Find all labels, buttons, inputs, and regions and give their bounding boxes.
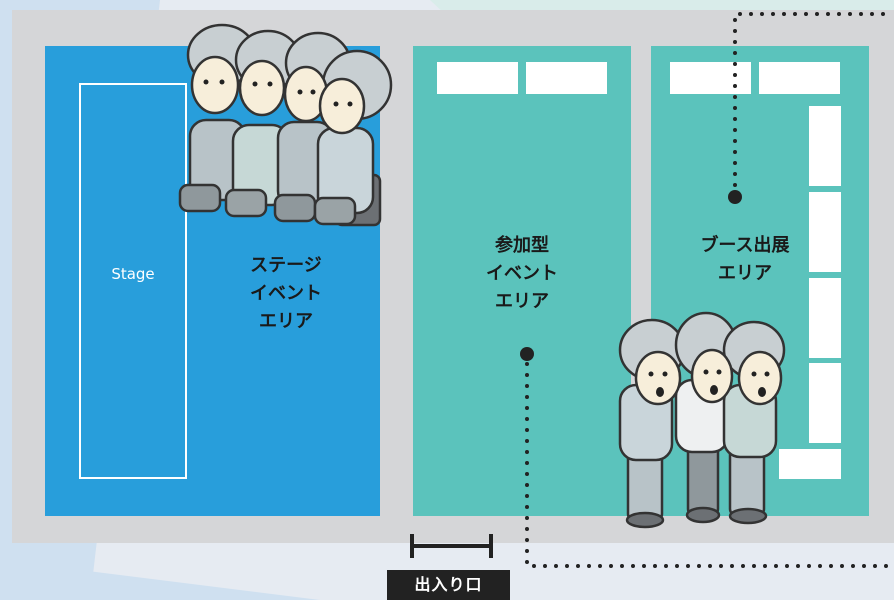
booth-block	[809, 106, 841, 186]
table-block	[526, 62, 607, 94]
booth-area-label: ブース出展 エリア	[675, 232, 815, 288]
booth-block	[809, 192, 841, 272]
booth-area-dot	[728, 190, 742, 204]
stage-area-label-line1: ステージ	[250, 255, 322, 276]
booth-block	[809, 278, 841, 358]
booth-area-label-line2: エリア	[718, 263, 772, 284]
booth-block	[779, 449, 841, 479]
booth-block	[670, 62, 751, 94]
event-area-label-line1: 参加型	[495, 235, 549, 256]
booth-area-label-line1: ブース出展	[700, 235, 790, 256]
event-area-label-line2: イベント	[486, 263, 558, 284]
stage-area-label-line3: エリア	[259, 311, 313, 332]
stage-area-label: ステージ イベント エリア	[236, 252, 336, 336]
event-area-dot	[520, 347, 534, 361]
event-area-label-line3: エリア	[495, 291, 549, 312]
table-block	[437, 62, 518, 94]
entrance-label: 出入り口	[387, 570, 510, 600]
booth-block	[759, 62, 840, 94]
stage-label: Stage	[111, 265, 155, 283]
participatory-event-area	[413, 46, 631, 516]
entrance-marker	[410, 534, 493, 558]
booth-block	[809, 363, 841, 443]
event-area-label: 参加型 イベント エリア	[472, 232, 572, 316]
stage-outline	[79, 83, 187, 479]
stage-area-label-line2: イベント	[250, 283, 322, 304]
